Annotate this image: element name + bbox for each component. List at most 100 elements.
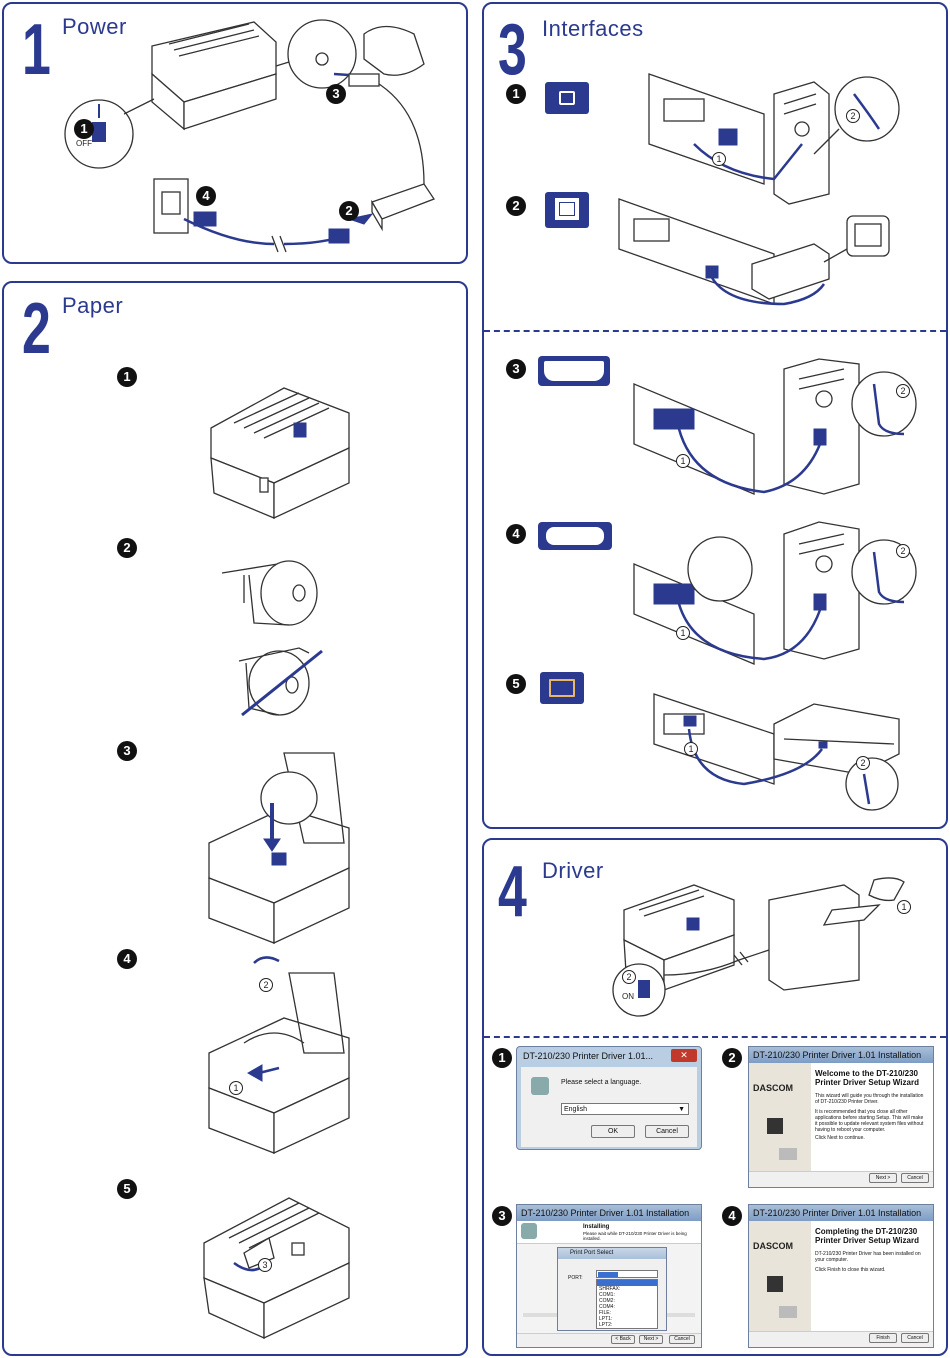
cancel-button[interactable]: Cancel [669, 1335, 695, 1344]
iface-row5-circled-2: 2 [856, 756, 870, 770]
brand-logo: DASCOM [753, 1241, 793, 1251]
interfaces-illustration [618, 73, 917, 811]
language-dialog-title: DT-210/230 Printer Driver 1.01... [523, 1051, 654, 1061]
cancel-button[interactable]: Cancel [901, 1173, 929, 1183]
ok-button[interactable]: OK [591, 1125, 635, 1138]
installing-sub: Please wait while DT-210/230 Printer Dri… [583, 1231, 687, 1241]
iface-row4-circled-2: 2 [896, 544, 910, 558]
driver-step-2: 2 [722, 1048, 742, 1068]
installing-dialog: DT-210/230 Printer Driver 1.01 Installat… [516, 1204, 702, 1348]
paper-section-title: Paper [62, 293, 124, 318]
interfaces-section-title: Interfaces [542, 16, 644, 41]
paper-illustration [203, 387, 350, 1340]
installing-dialog-title: DT-210/230 Printer Driver 1.01 Installat… [517, 1205, 701, 1221]
rj11-port-icon [545, 192, 589, 228]
welcome-dialog-title: DT-210/230 Printer Driver 1.01 Installat… [749, 1047, 933, 1063]
power-panel: 1 Power 1 OFF 2 3 [2, 2, 468, 264]
driver-divider [484, 1036, 946, 1038]
iface-row1-circled-2: 2 [846, 109, 860, 123]
driver-step-4: 4 [722, 1206, 742, 1226]
iface-row3-circled-1: 1 [676, 454, 690, 468]
usb-b-port-icon [545, 82, 589, 114]
completing-dialog: DT-210/230 Printer Driver 1.01 Installat… [748, 1204, 934, 1348]
port-label: PORT: [568, 1275, 583, 1281]
power-step-1: 1 [74, 119, 94, 139]
paper-step-3: 3 [117, 741, 137, 761]
port-option[interactable]: LPT1: [599, 1316, 613, 1322]
language-select-value: English [564, 1106, 587, 1113]
iface-step-4: 4 [506, 524, 526, 544]
iface-step-1: 1 [506, 84, 526, 104]
iface-step-3: 3 [506, 359, 526, 379]
brand-logo: DASCOM [753, 1083, 793, 1093]
paper-circled-1: 1 [229, 1081, 243, 1095]
port-select-title: Print Port Select [558, 1248, 666, 1259]
port-option[interactable]: LPT2: [599, 1322, 613, 1328]
wizard-side-banner: DASCOM [749, 1063, 811, 1171]
paper-panel: 2 Paper 1 2 3 4 5 [2, 281, 468, 1356]
paper-circled-2: 2 [259, 978, 273, 992]
paper-circled-3: 3 [258, 1258, 272, 1272]
installer-icon [521, 1223, 537, 1239]
completing-body-2: Click Finish to close this wizard. [815, 1267, 886, 1273]
interfaces-divider [484, 330, 946, 332]
driver-step-3: 3 [492, 1206, 512, 1226]
welcome-body-2: It is recommended that you close all oth… [815, 1109, 924, 1133]
cd-icon [779, 1306, 797, 1318]
power-step-4: 4 [196, 186, 216, 206]
ethernet-port-icon [540, 672, 584, 704]
cancel-button[interactable]: Cancel [645, 1125, 689, 1138]
port-select-dialog: Print Port Select PORT: SHRFAX: COM1: CO… [557, 1247, 667, 1331]
port-option[interactable]: COM1: [599, 1292, 615, 1298]
language-prompt: Please select a language. [561, 1079, 642, 1086]
iface-row4-circled-1: 1 [676, 626, 690, 640]
wizard-side-banner: DASCOM [749, 1221, 811, 1331]
power-step-2: 2 [339, 201, 359, 221]
next-button[interactable]: Next > [869, 1173, 897, 1183]
completing-body-1: DT-210/230 Printer Driver has been insta… [815, 1251, 921, 1263]
welcome-body-3: Click Next to continue. [815, 1135, 865, 1141]
driver-circled-2: 2 [622, 970, 636, 984]
power-illustration [64, 19, 435, 253]
power-section-number: 1 [22, 10, 51, 90]
welcome-body-1: This wizard will guide you through the i… [815, 1093, 924, 1105]
iface-row3-circled-2: 2 [896, 384, 910, 398]
chevron-down-icon: ▼ [678, 1106, 685, 1113]
language-dialog: DT-210/230 Printer Driver 1.01... ✕ Plea… [516, 1046, 702, 1150]
port-list[interactable]: SHRFAX: COM1: COM2: COM4: FILE: LPT1: LP… [596, 1279, 658, 1329]
paper-step-1: 1 [117, 367, 137, 387]
installer-icon [531, 1077, 549, 1095]
parallel-port-icon [538, 356, 610, 386]
welcome-heading: Welcome to the DT-210/230 Printer Driver… [815, 1069, 919, 1087]
power-step-3: 3 [326, 84, 346, 104]
language-select[interactable]: English ▼ [561, 1103, 689, 1115]
on-label: ON [622, 992, 634, 1001]
iface-step-2: 2 [506, 196, 526, 216]
port-option[interactable]: COM2: [599, 1298, 615, 1304]
next-button[interactable]: Next > [639, 1335, 663, 1344]
serial-port-icon [538, 522, 612, 550]
close-icon[interactable]: ✕ [671, 1049, 697, 1062]
printer-icon [767, 1118, 783, 1134]
cancel-button[interactable]: Cancel [901, 1333, 929, 1343]
driver-panel: 4 Driver 1 2 ON 1 2 3 4 DT-210/230 Print… [482, 838, 948, 1356]
installing-heading: Installing [583, 1224, 610, 1230]
port-combo[interactable] [596, 1270, 658, 1278]
driver-section-title: Driver [542, 858, 604, 883]
port-option[interactable]: FILE: [599, 1310, 611, 1316]
paper-step-2: 2 [117, 538, 137, 558]
finish-button[interactable]: Finish [869, 1333, 897, 1343]
driver-illustration [612, 877, 905, 1017]
completing-heading: Completing the DT-210/230 Printer Driver… [815, 1227, 919, 1245]
back-button[interactable]: < Back [611, 1335, 635, 1344]
interfaces-section-number: 3 [498, 10, 527, 90]
interfaces-panel: 3 Interfaces 1 2 3 4 5 [482, 2, 948, 829]
port-option[interactable]: SHRFAX: [599, 1286, 621, 1292]
iface-step-5: 5 [506, 674, 526, 694]
driver-step-1: 1 [492, 1048, 512, 1068]
printer-icon [767, 1276, 783, 1292]
port-option[interactable]: COM4: [599, 1304, 615, 1310]
driver-section-number: 4 [498, 852, 527, 932]
driver-circled-1: 1 [897, 900, 911, 914]
iface-row1-circled-1: 1 [712, 152, 726, 166]
